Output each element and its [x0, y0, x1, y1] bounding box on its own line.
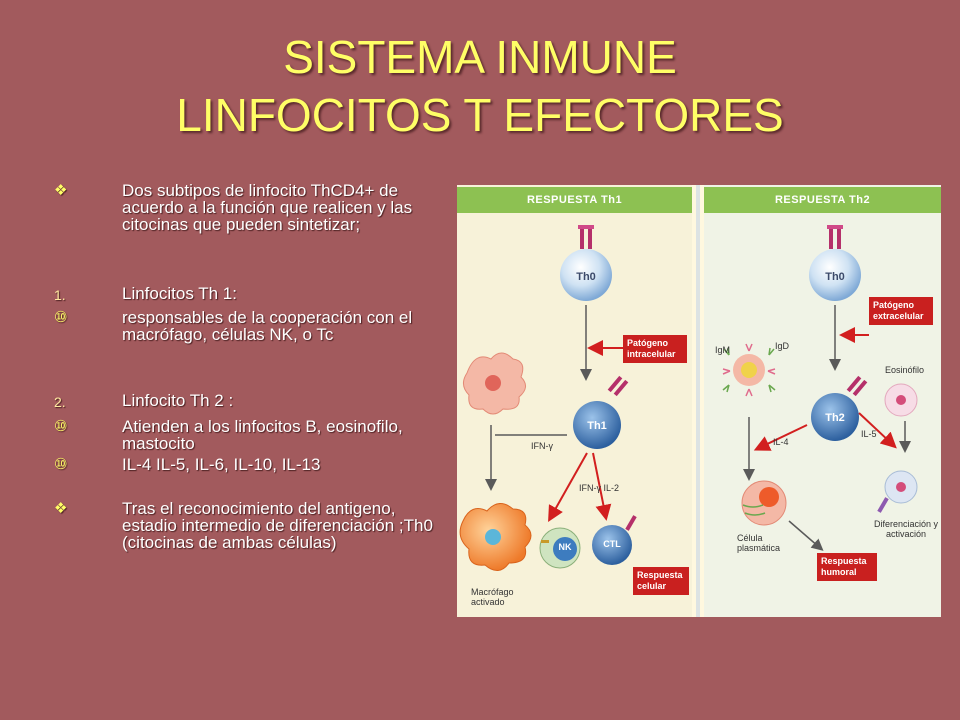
- red-arrow-icon: [548, 452, 588, 522]
- diamond-bullet-icon: ❖: [54, 500, 68, 517]
- th0-cell-icon: [809, 249, 861, 301]
- il5-label: IL-5: [861, 429, 877, 439]
- nk-label: NK: [558, 542, 572, 552]
- il4-label: IL-4: [773, 437, 789, 447]
- number-marker: 1.: [54, 287, 66, 303]
- number-marker: 2.: [54, 394, 66, 410]
- title-line-1: SISTEMA INMUNE: [283, 31, 677, 83]
- th0-cell-icon: [560, 249, 612, 301]
- th1-label: Th1: [587, 420, 607, 432]
- th1-label: Linfocitos Th 1:: [122, 284, 237, 303]
- receptor-icon: [578, 225, 594, 249]
- respuesta-celular-box: Respuesta celular: [633, 567, 689, 595]
- th2-label: Th2: [825, 412, 845, 424]
- list-item-th2-desc1: ⑩ Atienden a los linfocitos B, eosinofil…: [54, 418, 446, 452]
- th2-header: RESPUESTA Th2: [704, 187, 941, 213]
- ifn-il2-label: IFN-γ IL-2: [578, 483, 619, 493]
- diamond-bullet-icon: ❖: [54, 182, 68, 199]
- list-item-th1: 1. Linfocitos Th 1:: [54, 284, 446, 303]
- ctl-cell-icon: [592, 515, 637, 565]
- respuesta-humoral-box: Respuesta humoral: [817, 553, 877, 581]
- igd-label: IgD: [775, 341, 790, 351]
- macrophage-label: Macrófago activado: [471, 587, 514, 607]
- diagram-graphics: [459, 225, 918, 571]
- intro-text: Dos subtipos de linfocito ThCD4+ de acue…: [122, 181, 413, 234]
- arrow-icon: [788, 520, 824, 551]
- list-item-th2-desc2: ⑩ IL-4 IL-5, IL-6, IL-10, IL-13: [54, 456, 446, 473]
- th2-label: Linfocito Th 2 :: [122, 391, 234, 410]
- eosinophil-label: Eosinófilo: [885, 365, 925, 375]
- macrophage-icon: [463, 352, 526, 415]
- differentiation-label: Diferenciación y activación: [873, 519, 939, 539]
- pathogen-extracelular-box: Patógeno extracelular: [869, 297, 933, 325]
- circled-bullet-icon: ⑩: [54, 456, 68, 473]
- red-arrow-icon: [592, 452, 612, 521]
- list-item-th2: 2. Linfocito Th 2 :: [54, 391, 446, 410]
- th0-text: Tras el reconocimiento del antigeno, est…: [122, 499, 433, 552]
- th2-description-2: IL-4 IL-5, IL-6, IL-10, IL-13: [122, 455, 321, 474]
- plasma-cell-icon: [741, 480, 787, 526]
- title-line-2: LINFOCITOS T EFECTORES: [176, 89, 784, 141]
- nk-cell-icon: [539, 527, 581, 569]
- list-item-th0: ❖ Tras el reconocimiento del antigeno, e…: [54, 500, 446, 551]
- red-arrow-icon: [753, 424, 808, 451]
- th1-cell-icon: [573, 375, 629, 449]
- list-item-intro: ❖ Dos subtipos de linfocito ThCD4+ de ac…: [54, 182, 446, 233]
- igm-label: IgM: [715, 345, 731, 355]
- th1-description: responsables de la cooperación con el ma…: [122, 308, 413, 344]
- column-divider: [696, 185, 700, 617]
- activated-macrophage-icon: [459, 503, 532, 571]
- slide-title: SISTEMA INMUNE LINFOCITOS T EFECTORES: [0, 28, 960, 144]
- th2-cell-icon: [811, 375, 868, 441]
- th2-description-1: Atienden a los linfocitos B, eosinofilo,…: [122, 417, 403, 453]
- b-cell-icon: [722, 343, 776, 397]
- pathogen-intracelular-box: Patógeno intracelular: [623, 335, 687, 363]
- red-arrow-icon: [858, 412, 897, 449]
- list-item-th1-desc: ⑩ responsables de la cooperación con el …: [54, 309, 446, 343]
- receptor-icon: [827, 225, 843, 249]
- activated-eosinophil-icon: [877, 470, 918, 513]
- th1-th2-diagram: RESPUESTA Th1 RESPUESTA Th2 Th0 Th1 Pató…: [457, 185, 941, 617]
- th0-label: Th0: [576, 271, 596, 283]
- circled-bullet-icon: ⑩: [54, 418, 68, 435]
- circled-bullet-icon: ⑩: [54, 309, 68, 326]
- eosinophil-icon: [884, 383, 918, 417]
- th0-label: Th0: [825, 271, 845, 283]
- ifn-label: IFN-γ: [531, 441, 553, 451]
- ctl-label: CTL: [603, 539, 621, 549]
- th1-header: RESPUESTA Th1: [457, 187, 692, 213]
- plasma-cell-label: Célula plasmática: [737, 533, 781, 553]
